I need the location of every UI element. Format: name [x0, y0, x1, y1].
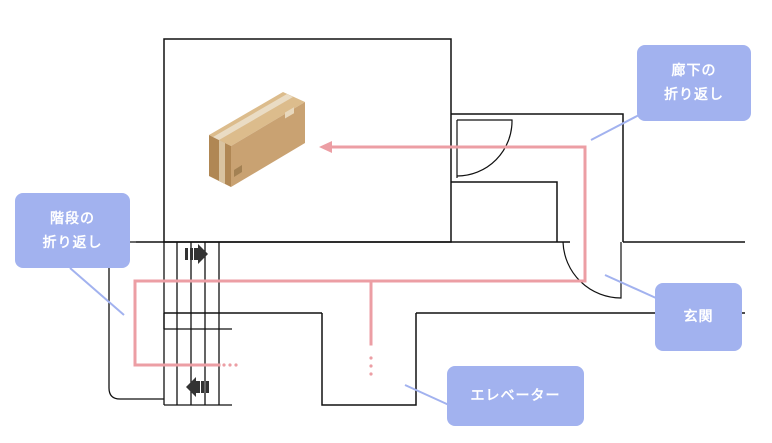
- side-room-wall: [451, 113, 624, 242]
- callout-leaders: [69, 114, 657, 406]
- entrance-door: [562, 241, 622, 299]
- stair-landing-wall: [108, 241, 164, 400]
- staircase: [163, 242, 232, 406]
- closet-wall: [451, 181, 558, 242]
- corridor-turn-label: 廊下の 折り返し: [637, 45, 751, 121]
- stair-down-arrow: [186, 377, 209, 397]
- stairs-turn-label: 階段の 折り返し: [15, 193, 130, 268]
- side-room-door: [456, 119, 513, 178]
- route-path: [133, 145, 587, 367]
- room-outline: [163, 38, 452, 243]
- route-dots-elevator: [369, 356, 373, 376]
- elevator-label: エレベーター: [447, 366, 584, 426]
- box-icon: [209, 92, 305, 187]
- route-dots-stairs: [222, 363, 238, 367]
- stair-up-arrow: [185, 244, 208, 264]
- entrance-label: 玄関: [655, 283, 742, 351]
- elevator-shaft: [321, 313, 417, 406]
- route-arrowhead: [319, 141, 332, 153]
